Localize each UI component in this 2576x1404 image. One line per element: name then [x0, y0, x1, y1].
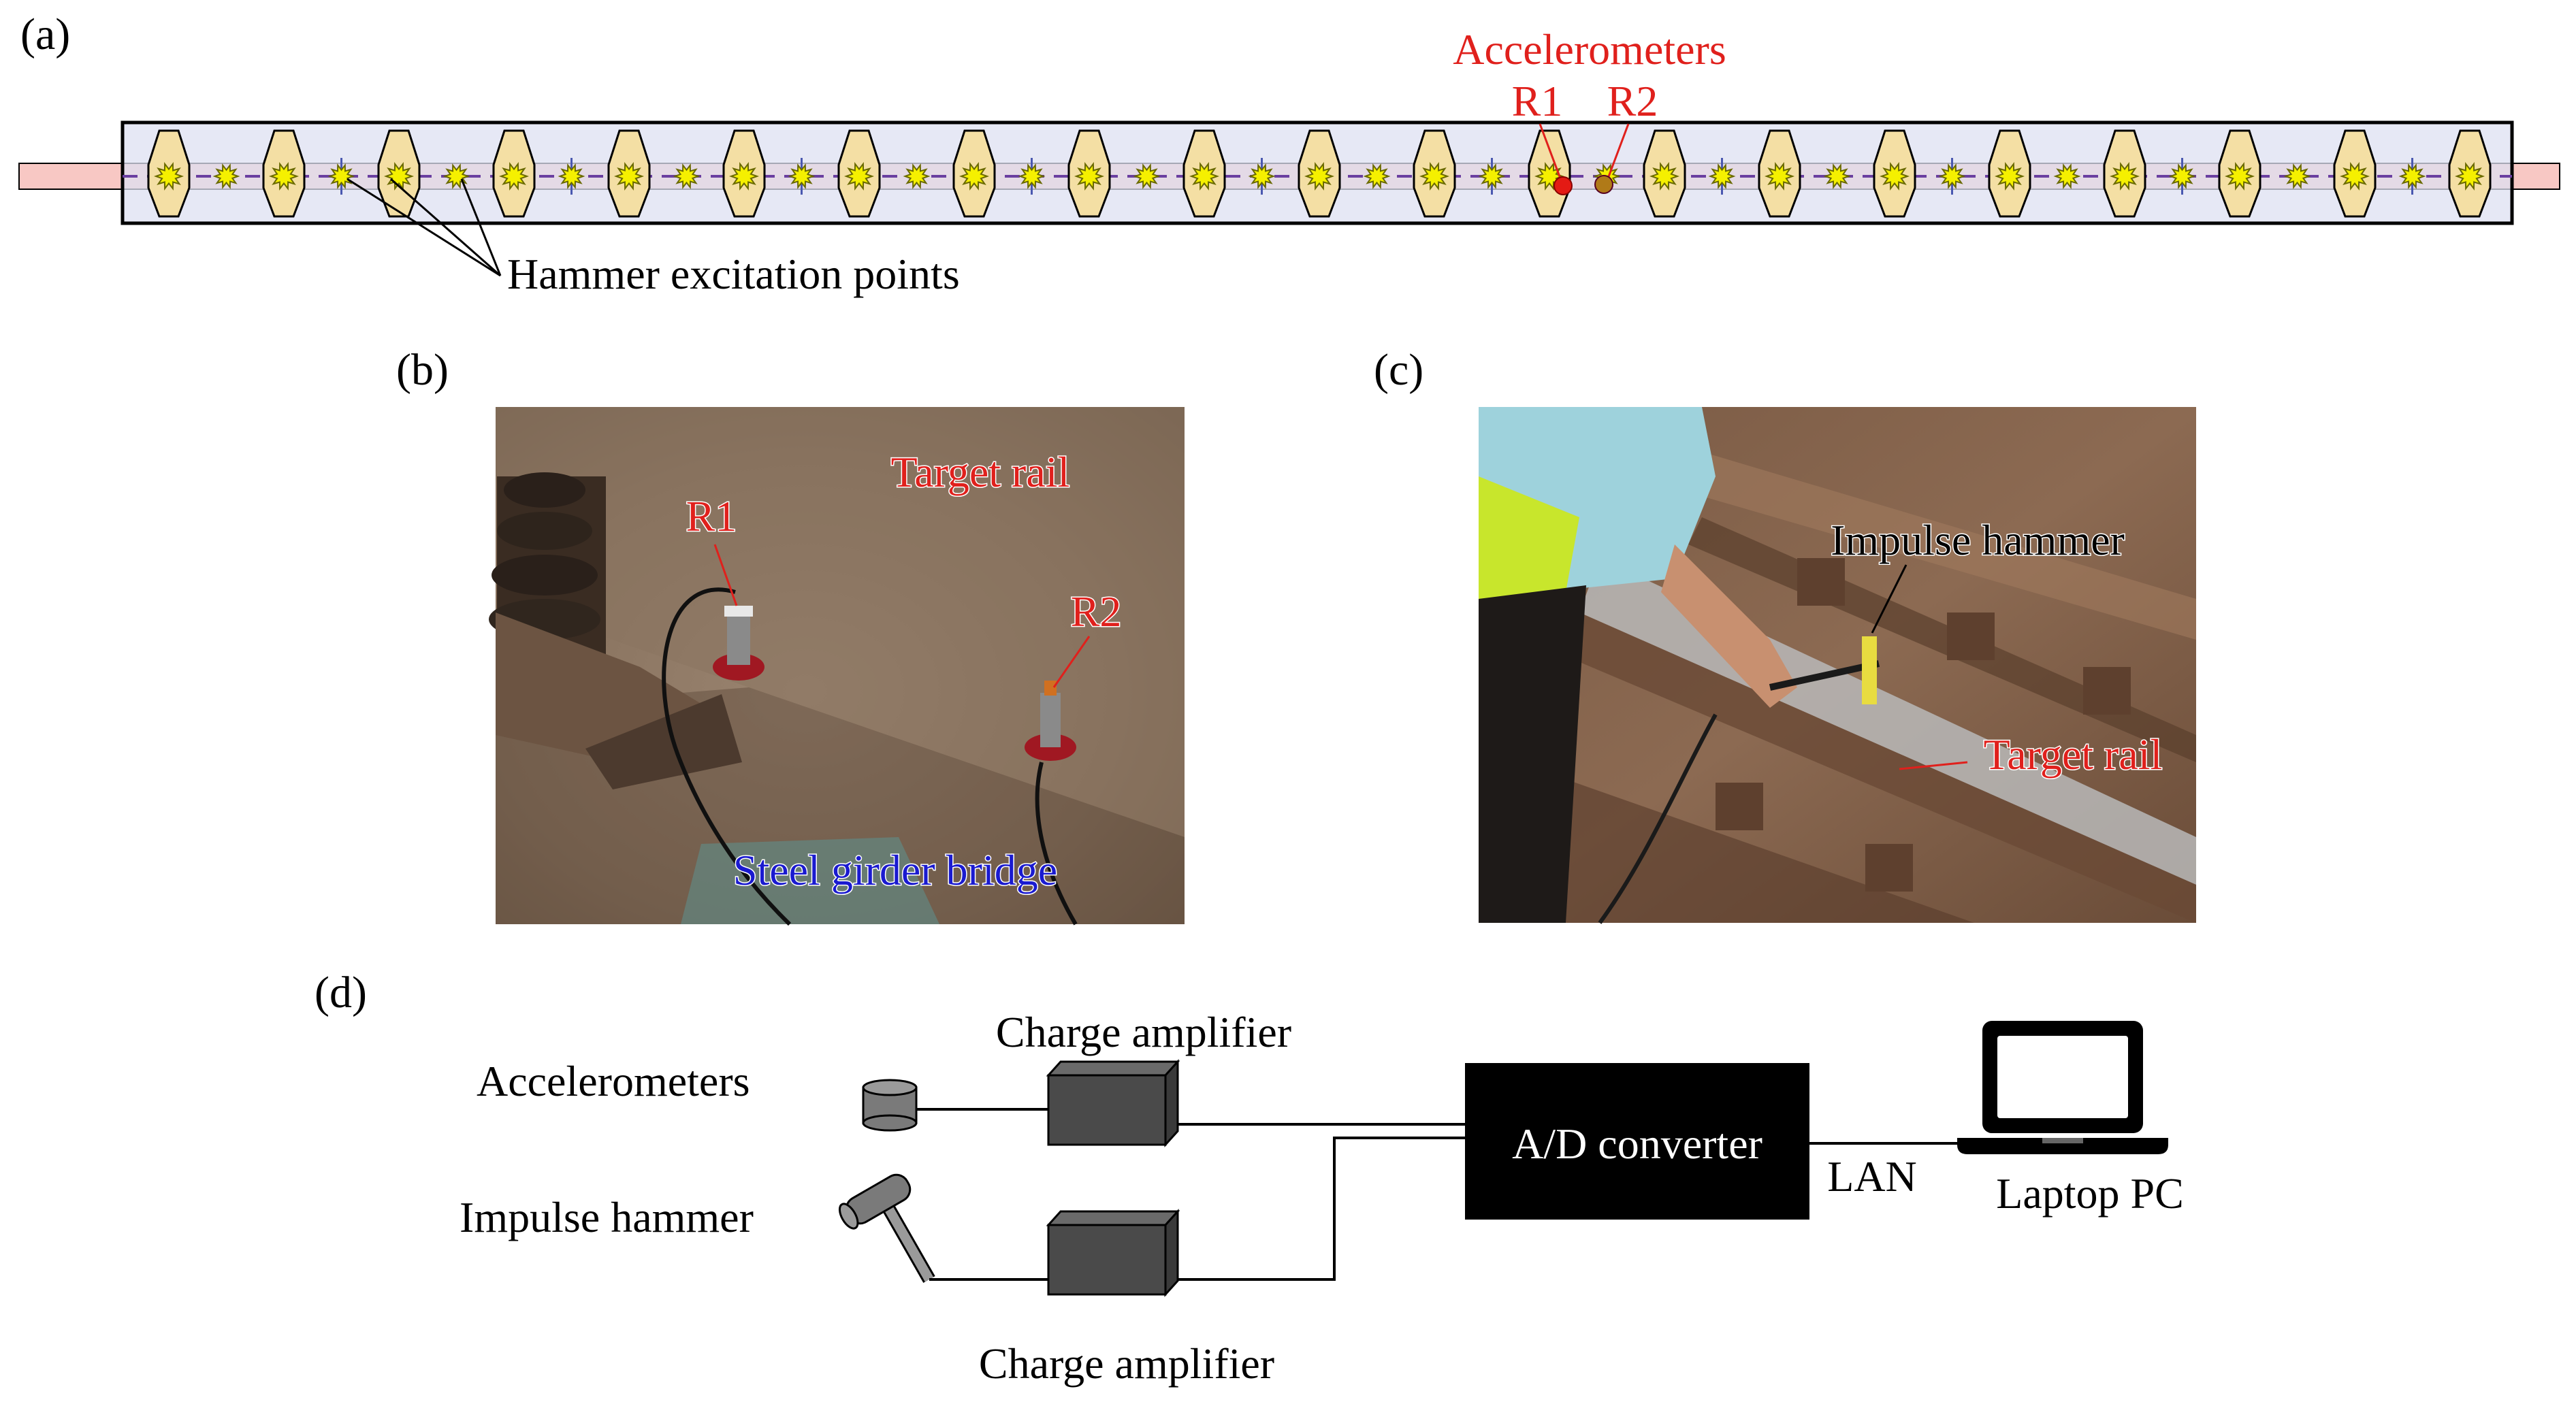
excitation-point [2398, 163, 2426, 190]
accelerometer-icon [862, 1079, 918, 1132]
excitation-point [1133, 163, 1161, 190]
lan-label: LAN [1827, 1152, 1917, 1201]
target-rail-label-b: Target rail [891, 448, 1070, 496]
panel-c: (c) [1374, 345, 2196, 924]
excitation-point [1994, 162, 2025, 191]
hammer-leader-3 [460, 178, 502, 276]
excitation-point [2339, 162, 2370, 191]
excitation-point [788, 163, 816, 190]
excitation-point [1363, 163, 1391, 190]
excitation-point [2283, 163, 2311, 190]
charge-amp-top-label: Charge amplifier [996, 1008, 1291, 1056]
accelerometer-r1-marker [1553, 176, 1573, 195]
excitation-point [1248, 163, 1276, 190]
charge-amp-bottom-label: Charge amplifier [979, 1339, 1274, 1388]
excitation-point [728, 162, 760, 191]
excitation-point [959, 162, 990, 191]
panel-b: (b) [396, 345, 1185, 926]
panel-b-label: (b) [396, 345, 449, 395]
excitation-point [1074, 162, 1105, 191]
excitation-point [558, 163, 585, 190]
excitation-point [383, 162, 415, 191]
r2-leader-line [1607, 123, 1630, 179]
charge-amplifier-top-box [1046, 1059, 1180, 1147]
excitation-point [153, 162, 184, 191]
excitation-point [1478, 163, 1506, 190]
laptop-icon [1957, 1021, 2168, 1154]
excitation-point [2109, 162, 2140, 191]
r1-label-a: R1 [1512, 77, 1563, 125]
excitation-point [1938, 163, 1966, 190]
r2-label-b: R2 [1071, 587, 1122, 636]
excitation-point [2168, 163, 2196, 190]
excitation-point [212, 163, 240, 190]
panel-d-label: (d) [315, 968, 367, 1017]
excitation-point [268, 162, 300, 191]
impulse-hammer-label-c: Impulse hammer [1831, 516, 2125, 564]
wiring [916, 1108, 1957, 1281]
accelerometers-label-a: Accelerometers [1453, 25, 1726, 74]
excitation-point [2053, 163, 2081, 190]
steel-girder-bridge-label: Steel girder bridge [733, 846, 1057, 894]
excitation-point [903, 163, 931, 190]
panel-a: (a) Accelerometers R1 R2 Hammer excitati… [18, 10, 2560, 298]
accelerometers-label-d: Accelerometers [477, 1057, 750, 1105]
photo-c [1479, 407, 2196, 924]
r1-leader-line [1539, 123, 1562, 179]
panel-c-label: (c) [1374, 345, 1423, 395]
excitation-point [2454, 162, 2485, 191]
charge-amplifier-bottom-box [1046, 1209, 1180, 1297]
excitation-point [2224, 162, 2255, 191]
panel-d: (d) Accelerometers Impulse hammer Charge… [315, 968, 2184, 1388]
excitation-point [673, 163, 701, 190]
excitation-point [843, 162, 875, 191]
r2-label-a: R2 [1607, 77, 1658, 125]
ad-converter-label: A/D converter [1512, 1120, 1762, 1168]
excitation-point [1879, 162, 1910, 191]
laptop-pc-label: Laptop PC [1996, 1169, 2184, 1218]
target-rail-label-c: Target rail [1984, 730, 2163, 779]
excitation-point [327, 163, 355, 190]
impulse-hammer-icon [838, 1173, 935, 1283]
hammer-leader-2 [390, 178, 501, 277]
photo-b [489, 407, 1185, 926]
excitation-point [1304, 162, 1335, 191]
excitation-point [498, 162, 530, 191]
accelerometer-r2-marker [1594, 175, 1613, 194]
impulse-hammer-label-d: Impulse hammer [460, 1193, 754, 1241]
excitation-point [1823, 163, 1851, 190]
ad-converter-box [1465, 1063, 1809, 1220]
excitation-point [613, 162, 645, 191]
excitation-point [1649, 162, 1680, 191]
panel-a-label: (a) [20, 10, 70, 59]
excitation-point [1764, 162, 1795, 191]
hammer-excitation-label: Hammer excitation points [507, 250, 960, 298]
excitation-point [1708, 163, 1736, 190]
excitation-point [1419, 162, 1450, 191]
excitation-points-group [153, 162, 2485, 191]
excitation-point [1018, 163, 1046, 190]
excitation-point [1189, 162, 1220, 191]
r1-label-b: R1 [686, 492, 737, 540]
hammer-leader-1 [347, 178, 501, 277]
